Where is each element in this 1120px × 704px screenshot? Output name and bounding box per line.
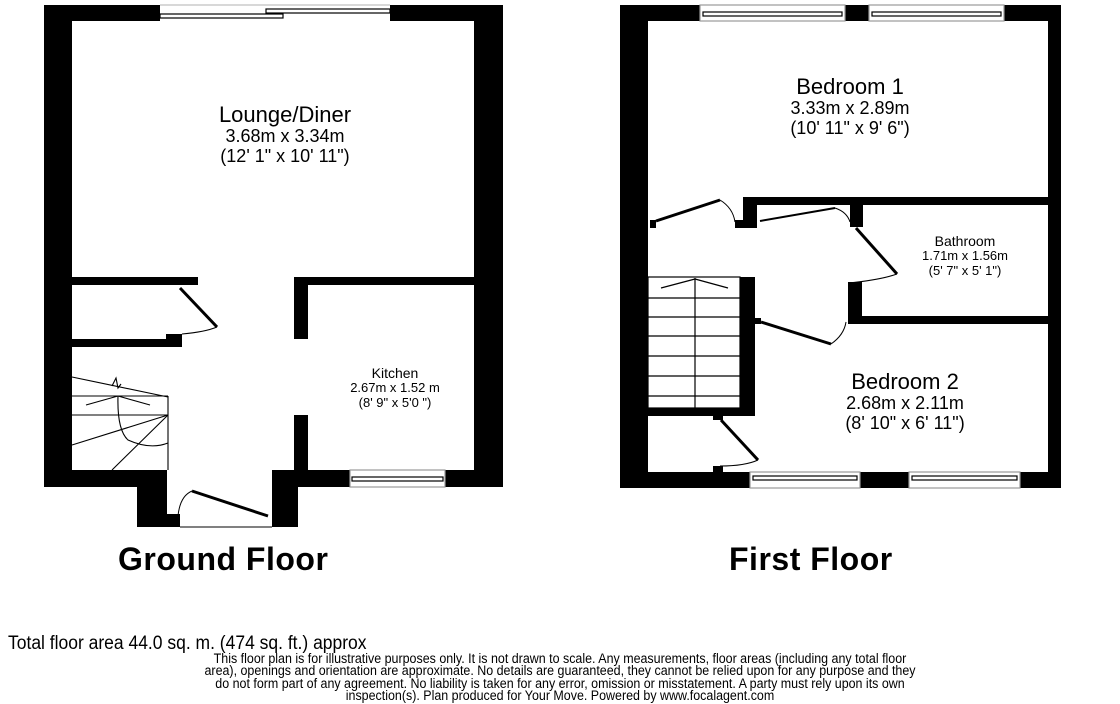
total-floor-area: Total floor area 44.0 sq. m. (474 sq. ft… [8, 633, 367, 654]
ground-floor-windows [159, 4, 446, 488]
disclaimer: This floor plan is for illustrative purp… [39, 651, 1081, 704]
room-imperial: (8' 9" x 5'0 ") [358, 394, 432, 410]
room-label-bathroom: Bathroom 1.71m x 1.56m (5' 7" x 5' 1") [885, 233, 1045, 278]
room-name: Kitchen [371, 365, 419, 381]
room-metric: 1.71m x 1.56m [922, 248, 1008, 264]
room-label-lounge-diner: Lounge/Diner 3.68m x 3.34m (12' 1" x 10'… [130, 102, 440, 167]
room-metric: 3.33m x 2.89m [790, 98, 910, 119]
first-floor-walls [620, 5, 1061, 488]
room-label-bedroom-1: Bedroom 1 3.33m x 2.89m (10' 11" x 9' 6"… [700, 74, 1000, 139]
room-label-bedroom-2: Bedroom 2 2.68m x 2.11m (8' 10" x 6' 11"… [760, 369, 1050, 434]
floor-plan-drawing [44, 4, 1061, 528]
room-imperial: (12' 1" x 10' 11") [220, 145, 350, 166]
room-name: Lounge/Diner [218, 102, 352, 127]
first-floor-windows [699, 4, 1021, 489]
room-name: Bathroom [934, 233, 996, 249]
first-floor-doors-stairs [647, 198, 899, 467]
room-label-kitchen: Kitchen 2.67m x 1.52 m (8' 9" x 5'0 ") [310, 365, 480, 410]
room-imperial: (8' 10" x 6' 11") [845, 412, 965, 433]
room-metric: 2.68m x 2.11m [846, 393, 964, 414]
disclaimer-line: inspection(s). Plan produced for Your Mo… [345, 688, 775, 704]
ground-floor-walls [44, 5, 503, 527]
room-metric: 2.67m x 1.52 m [350, 380, 440, 396]
room-metric: 3.68m x 3.34m [225, 126, 345, 147]
first-floor-title: First Floor [729, 541, 893, 577]
disclaimer-line: do not form part of any agreement. No li… [215, 675, 905, 691]
room-imperial: (5' 7" x 5' 1") [928, 262, 1002, 278]
disclaimer-line: This floor plan is for illustrative purp… [213, 651, 907, 666]
room-name: Bedroom 2 [851, 369, 959, 394]
room-name: Bedroom 1 [796, 74, 904, 99]
disclaimer-line: area), openings and orientation are appr… [204, 663, 916, 679]
ground-floor-title: Ground Floor [118, 541, 329, 577]
ground-floor-doors-stairs [71, 286, 272, 528]
room-imperial: (10' 11" x 9' 6") [790, 117, 910, 138]
